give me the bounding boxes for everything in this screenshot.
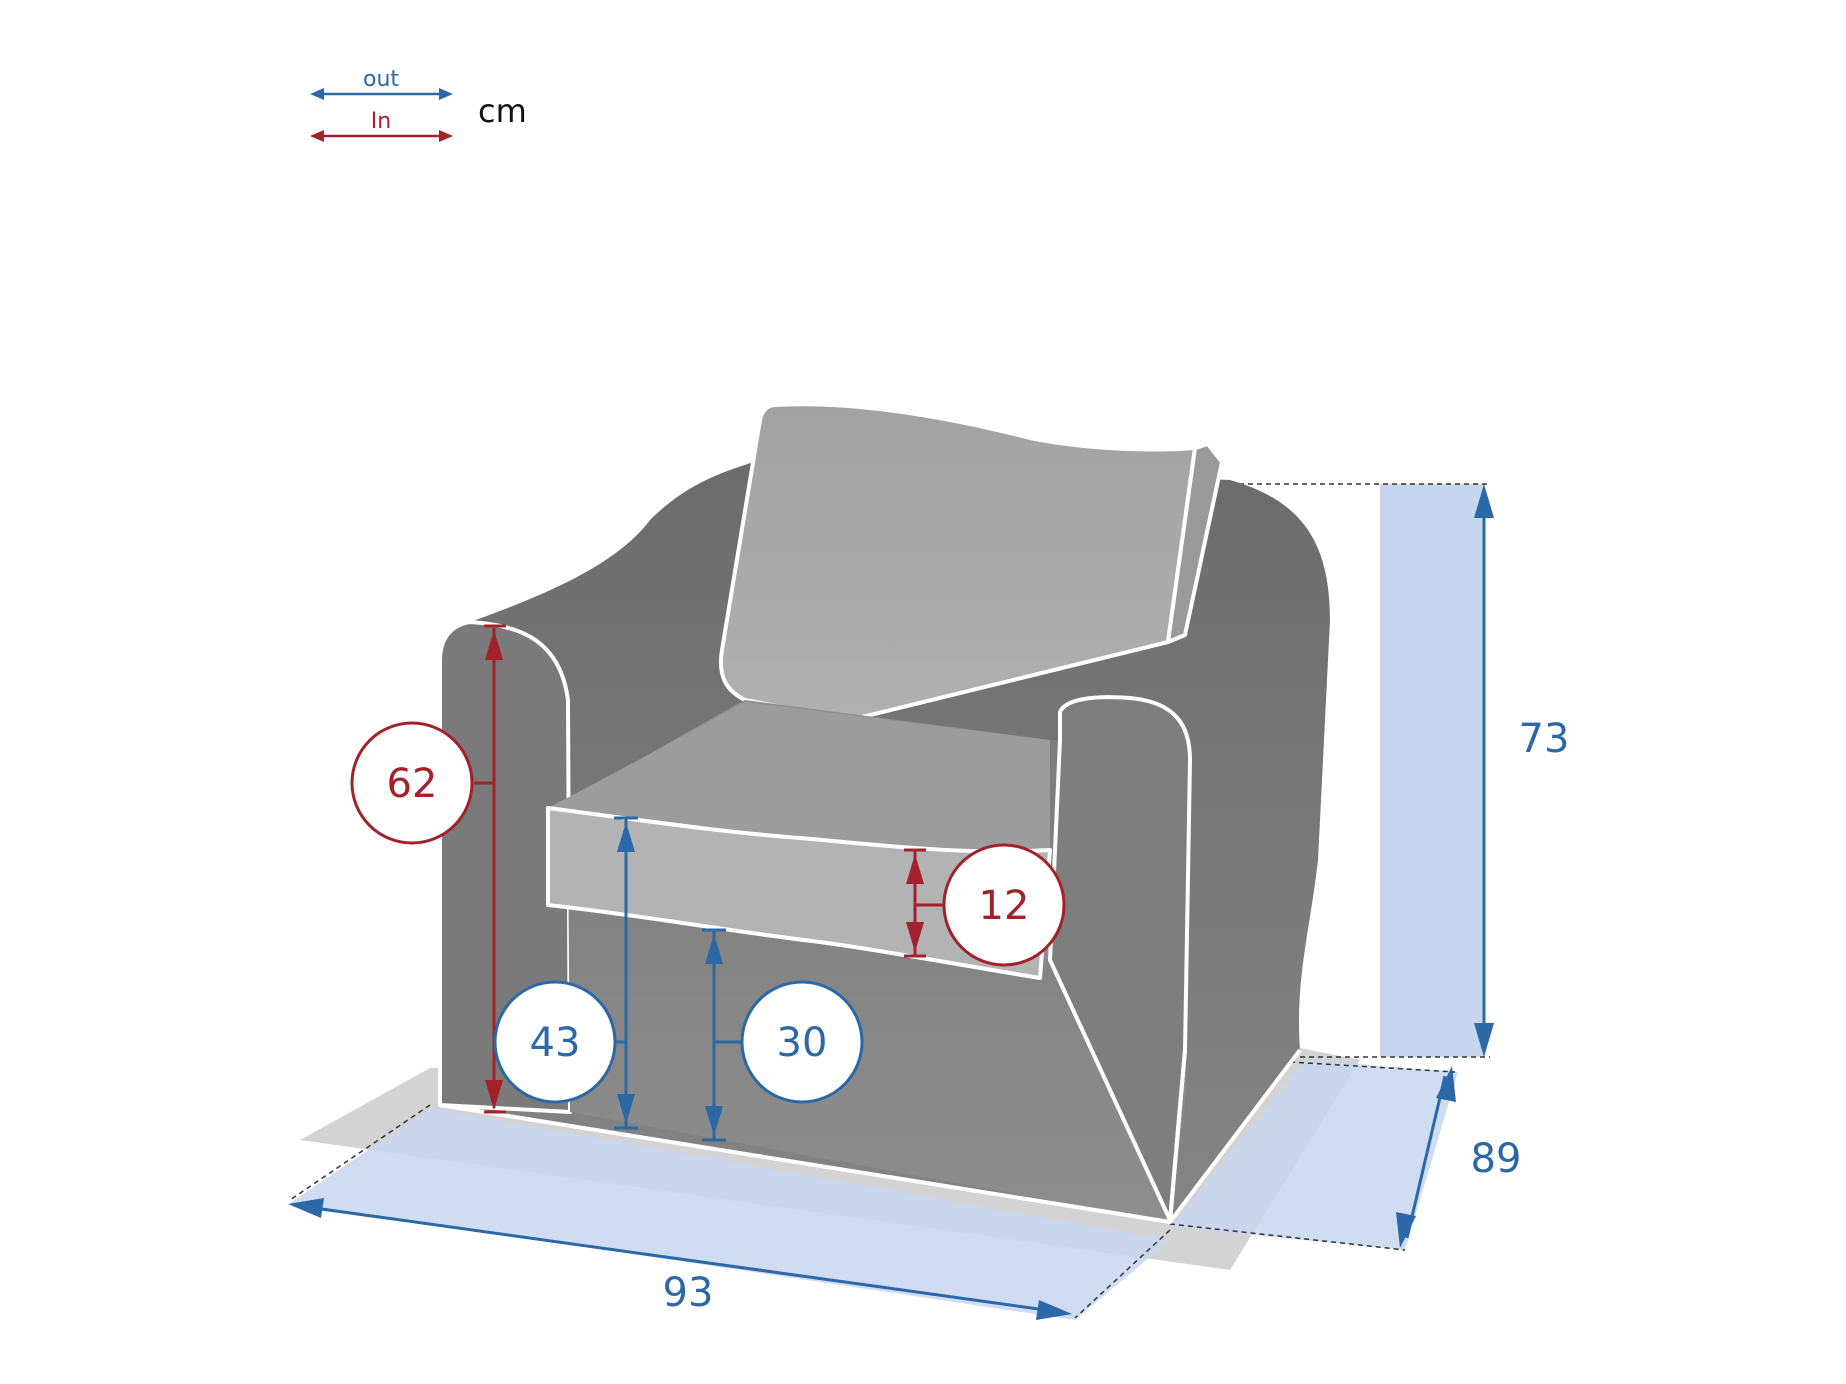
dim-cushion-thickness-arrow: [904, 848, 945, 958]
back-cushion-side: [1166, 442, 1224, 644]
right-armrest: [1048, 695, 1192, 1222]
legend-in-label: In: [371, 109, 391, 134]
seat-cushion-top: [548, 702, 1050, 852]
dim-base-clearance-arrow: [702, 928, 742, 1142]
dim-armrest-inner-value: 62: [387, 761, 438, 807]
dim-base-clearance-value: 30: [777, 1020, 828, 1066]
dim-seat-height-badge: [493, 980, 617, 1104]
width-measure-fill: [290, 1108, 1170, 1320]
dim-depth-value: 89: [1471, 1136, 1522, 1182]
dim-total-height-arrow: [1474, 484, 1494, 1057]
legend-in-arrow: [310, 130, 453, 142]
dim-width-value: 93: [663, 1270, 714, 1316]
legend-out-arrow: [310, 88, 453, 100]
chair-front-panel: [568, 700, 1190, 1222]
dim-total-height-value: 73: [1519, 716, 1570, 762]
height-measure-fill: [1380, 484, 1485, 1057]
depth-measure-fill: [1170, 1060, 1458, 1250]
dim-seat-height-value: 43: [530, 1020, 581, 1066]
legend: out In cm: [310, 67, 527, 142]
dim-cushion-thickness-badge: [942, 843, 1066, 967]
dashed-guides: [289, 483, 1490, 1319]
dim-seat-height-arrow: [612, 816, 638, 1130]
dim-base-clearance-badge: [740, 980, 864, 1104]
dim-cushion-thickness-value: 12: [979, 883, 1030, 929]
dim-armrest-inner-arrow: [474, 624, 506, 1114]
dim-armrest-inner-badge: [350, 721, 474, 845]
dim-depth-arrow: [1396, 1066, 1456, 1248]
back-cushion: [718, 402, 1197, 722]
chair-outline: [439, 1048, 1302, 1224]
legend-out-label: out: [363, 67, 399, 92]
legend-unit: cm: [478, 92, 527, 130]
dim-width-arrow: [288, 1198, 1072, 1320]
